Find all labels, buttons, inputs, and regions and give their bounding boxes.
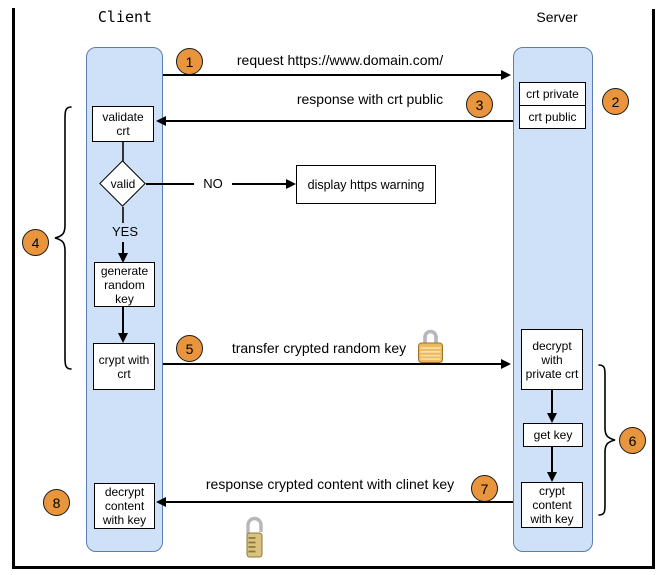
lock-closed-icon <box>418 329 443 363</box>
yes-label: YES <box>111 224 138 239</box>
step-4-badge: 4 <box>22 229 49 256</box>
yes-branch-arrowhead <box>118 253 128 263</box>
response-content-arrow-line <box>162 501 513 503</box>
yes-branch-line-1 <box>122 207 124 223</box>
yes-branch-line-2 <box>122 242 124 254</box>
step-6-badge: 6 <box>619 427 646 454</box>
decrypt-content-box: decrypt content with key <box>94 483 155 529</box>
crypt-content-box: crypt content with key <box>521 482 583 528</box>
response-public-arrow-line <box>162 120 513 122</box>
server-lane <box>513 47 593 552</box>
transfer-arrow-line <box>163 363 503 365</box>
response-public-label: response with crt public <box>296 91 444 107</box>
generate-to-crypt-line <box>122 307 124 334</box>
validate-to-valid-line <box>122 142 124 162</box>
frame-left <box>12 8 15 568</box>
generate-to-crypt-arrowhead <box>118 333 128 343</box>
request-arrow-line <box>163 74 503 76</box>
step-8-badge: 8 <box>43 489 70 516</box>
request-label: request https://www.domain.com/ <box>236 52 444 68</box>
decrypt-to-getkey-arrowhead <box>547 413 557 423</box>
crypt-with-crt-box: crypt with crt <box>93 343 155 390</box>
validate-crt-box: validate crt <box>92 106 154 142</box>
get-key-box: get key <box>523 423 583 447</box>
response-public-arrowhead <box>156 116 166 126</box>
client-steps-brace <box>54 106 72 370</box>
client-title: Client <box>97 8 153 26</box>
decrypt-to-getkey-line <box>551 390 553 414</box>
step-5-badge: 5 <box>176 335 203 362</box>
decrypt-private-box: decrypt with private crt <box>521 329 583 390</box>
valid-decision: valid <box>99 160 146 207</box>
no-label: NO <box>194 176 232 191</box>
crt-private-box: crt private <box>519 82 586 106</box>
step-7-badge: 7 <box>471 475 498 502</box>
lock-open-icon <box>246 516 263 558</box>
frame-bottom <box>12 566 655 569</box>
transfer-key-label: transfer crypted random key <box>231 340 407 356</box>
crt-public-box: crt public <box>519 105 586 129</box>
getkey-to-crypt-arrowhead <box>547 472 557 482</box>
valid-diamond-label: valid <box>110 177 136 191</box>
response-content-label: response crypted content with clinet key <box>205 476 455 492</box>
transfer-arrowhead <box>501 359 511 369</box>
https-warning-box: display https warning <box>296 165 436 204</box>
server-title: Server <box>536 9 578 25</box>
frame-right <box>652 9 655 568</box>
getkey-to-crypt-line <box>551 447 553 473</box>
server-steps-brace <box>598 364 616 516</box>
response-content-arrowhead <box>156 497 166 507</box>
step-3-badge: 3 <box>466 91 493 118</box>
request-arrowhead <box>501 70 511 80</box>
no-branch-arrowhead <box>286 179 296 189</box>
step-1-badge: 1 <box>176 48 203 75</box>
generate-key-box: generate random key <box>94 262 155 307</box>
step-2-badge: 2 <box>602 88 629 115</box>
